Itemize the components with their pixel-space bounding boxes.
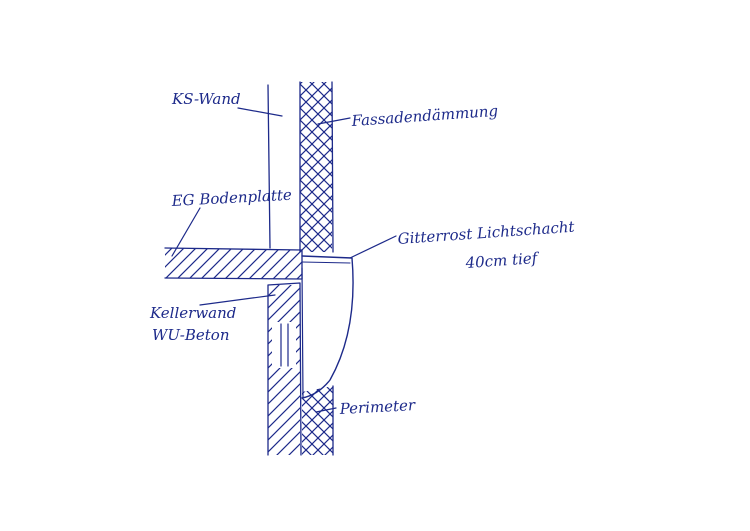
label-perimeter: Perimeter: [338, 396, 416, 418]
label-basement-line2: WU-Beton: [152, 326, 229, 344]
label-floor-slab: EG Bodenplatte: [170, 186, 292, 210]
basement-wall: [267, 282, 302, 456]
floor-slab: [164, 247, 303, 280]
label-wall: KS-Wand: [171, 90, 241, 108]
perimeter-insulation: [302, 385, 334, 456]
label-grating-line2: 40cm tief: [464, 249, 540, 272]
label-insulation: Fassadendämmung: [350, 102, 499, 130]
leader-lines: [171, 107, 397, 413]
label-grating-line1: Gitterrost Lichtschacht: [397, 218, 576, 248]
light-well: [301, 255, 354, 399]
upper-wall: [267, 81, 301, 253]
label-basement-line1: Kellerwand: [149, 304, 236, 322]
facade-insulation: [300, 81, 334, 253]
